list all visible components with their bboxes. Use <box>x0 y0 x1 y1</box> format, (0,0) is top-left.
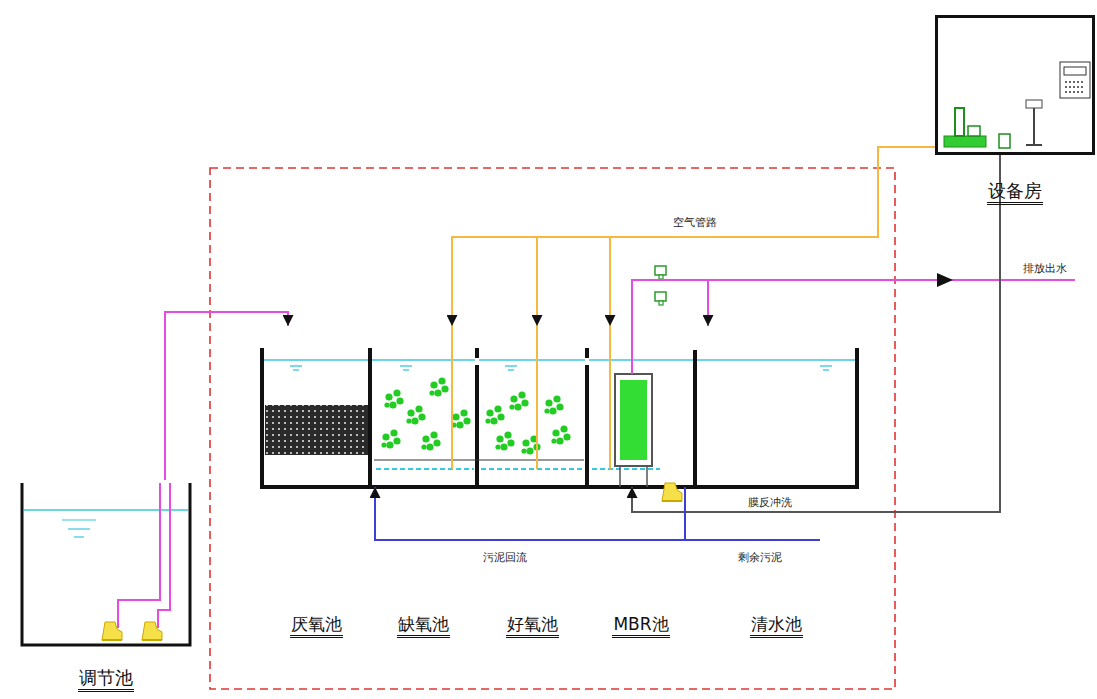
pipe-label: 膜反冲洗 <box>746 496 794 509</box>
tank-box: 缺氧池 <box>370 326 477 487</box>
pipe-connector <box>452 147 935 326</box>
flow-label: 剩余污泥 <box>736 551 784 564</box>
tank-box: 厌氧池 <box>262 326 370 487</box>
tank-label: 厌氧池 <box>290 614 343 638</box>
tank-label: 好氧池 <box>506 614 559 638</box>
tank-box: MBR池 <box>587 326 695 487</box>
tank-label: 缺氧池 <box>397 614 450 638</box>
pipe-connector <box>375 487 685 540</box>
tank-label: 调节池 <box>78 668 134 692</box>
tank-box: 清水池 <box>695 326 857 487</box>
equipment-room: 设备房 <box>935 15 1095 155</box>
tank-box: 调节池 <box>22 480 190 646</box>
tank-label: 设备房 <box>987 181 1043 205</box>
pipe-label: 空气管路 <box>671 216 719 229</box>
tank-box: 好氧池 <box>477 326 587 487</box>
pipe-label: 污泥回流 <box>481 551 529 564</box>
pipe-connector <box>610 147 935 326</box>
tank-label: MBR池 <box>612 614 669 638</box>
pipe-connector <box>632 155 1000 512</box>
tank-label: 清水池 <box>750 614 803 638</box>
pipe-connector <box>537 147 935 326</box>
pipe-connector <box>165 312 288 480</box>
flow-label: 排放出水 <box>1021 262 1069 275</box>
pipe-connector <box>632 280 708 326</box>
